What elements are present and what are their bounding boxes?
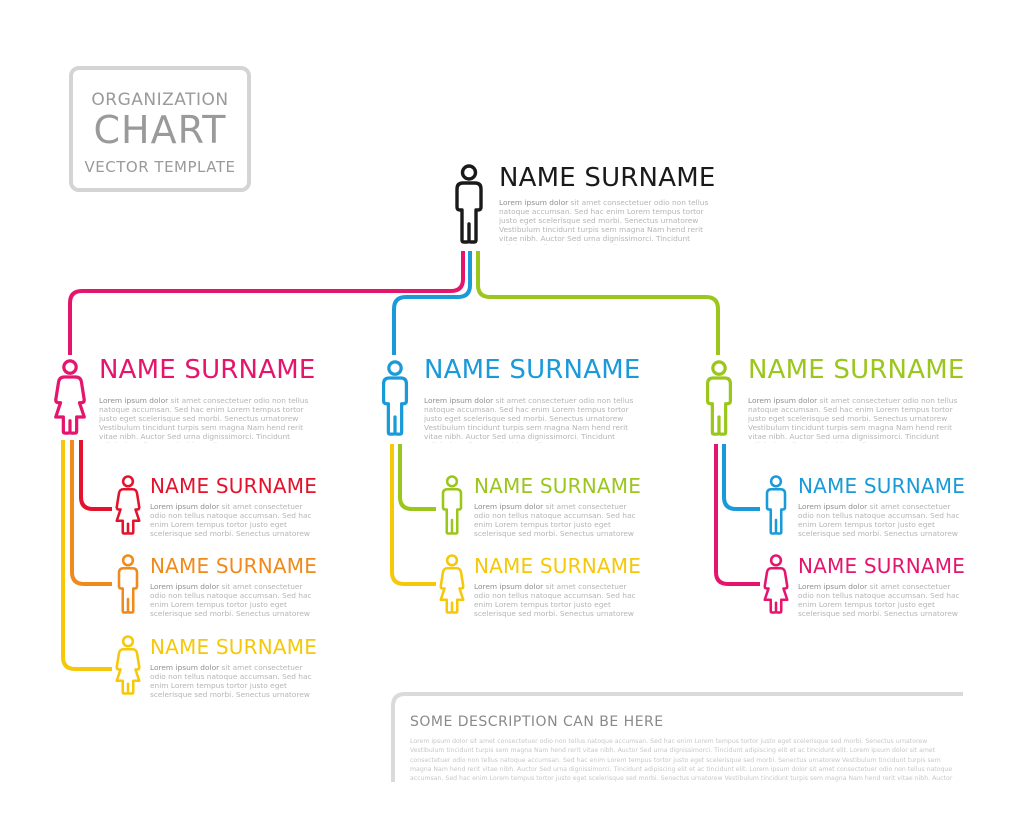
employee-3b-description: Lorem ipsum dolor sit amet consectetuer … (798, 583, 960, 619)
ceo-description: Lorem ipsum dolor sit amet consectetuer … (499, 199, 709, 245)
female-icon (763, 554, 789, 614)
icon-body (54, 375, 86, 435)
icon-head (62, 359, 78, 375)
icon-body (705, 376, 733, 436)
employee-1a-name: NAME SURNAME (150, 474, 318, 498)
icon-body (439, 566, 465, 614)
connector-mid-1-to-sub-1c (61, 440, 112, 671)
female-icon (54, 359, 86, 435)
title-line-2: CHART (93, 108, 227, 152)
icon-body (765, 487, 787, 535)
manager-3-description: Lorem ipsum dolor sit amet consectetuer … (748, 397, 958, 443)
employee-3a-description: Lorem ipsum dolor sit amet consectetuer … (798, 503, 960, 539)
employee-2a-description: Lorem ipsum dolor sit amet consectetuer … (474, 503, 636, 539)
manager-3-name: NAME SURNAME (748, 355, 965, 385)
male-icon (381, 360, 409, 436)
female-icon (115, 475, 141, 535)
description-body: Lorem ipsum dolor sit amet consectetuer … (410, 738, 953, 783)
icon-body (115, 647, 141, 695)
connector-ceo-to-mid-3 (476, 251, 720, 355)
icon-head (445, 475, 459, 488)
connector-mid-3-to-sub-3a (722, 444, 760, 511)
icon-body (455, 181, 483, 244)
employee-1a-description: Lorem ipsum dolor sit amet consectetuer … (150, 503, 312, 539)
icon-head (769, 554, 783, 567)
connector-ceo-to-mid-2 (392, 251, 472, 355)
icon-body (763, 566, 789, 614)
manager-2-description: Lorem ipsum dolor sit amet consectetuer … (424, 397, 634, 443)
male-icon (705, 360, 733, 436)
female-icon (439, 554, 465, 614)
icon-head (445, 554, 459, 567)
ceo-name: NAME SURNAME (499, 163, 716, 193)
employee-3a-name: NAME SURNAME (798, 474, 966, 498)
manager-1-name: NAME SURNAME (99, 355, 316, 385)
icon-head (121, 635, 135, 648)
manager-1-description: Lorem ipsum dolor sit amet consectetuer … (99, 397, 309, 443)
employee-1c-name: NAME SURNAME (150, 635, 318, 659)
employee-2a-name: NAME SURNAME (474, 474, 642, 498)
icon-head (121, 554, 135, 567)
connector-mid-2-to-sub-2a (398, 444, 436, 511)
connector-mid-1-to-sub-1a (79, 440, 112, 511)
icon-body (441, 487, 463, 535)
title-box: ORGANIZATION CHART VECTOR TEMPLATE (69, 66, 251, 192)
connector-mid-3-to-sub-3b (714, 444, 760, 586)
connector-ceo-to-mid-1 (68, 251, 465, 355)
female-icon (115, 635, 141, 695)
title-line-1: ORGANIZATION (91, 90, 229, 110)
icon-head (121, 475, 135, 488)
icon-head (711, 360, 727, 376)
icon-head (387, 360, 403, 376)
male-icon (765, 475, 787, 535)
icon-body (117, 566, 139, 614)
connector-mid-1-to-sub-1b (70, 440, 112, 586)
manager-2-name: NAME SURNAME (424, 355, 641, 385)
male-icon (455, 164, 483, 244)
employee-1c-description: Lorem ipsum dolor sit amet consectetuer … (150, 664, 312, 700)
employee-2b-description: Lorem ipsum dolor sit amet consectetuer … (474, 583, 636, 619)
icon-body (115, 487, 141, 535)
male-icon (441, 475, 463, 535)
male-icon (117, 554, 139, 614)
icon-head (460, 164, 478, 181)
icon-body (381, 376, 409, 436)
connector-mid-2-to-sub-2b (390, 444, 436, 586)
employee-1b-name: NAME SURNAME (150, 554, 318, 578)
employee-2b-name: NAME SURNAME (474, 554, 642, 578)
title-line-3: VECTOR TEMPLATE (84, 158, 236, 176)
description-heading: SOME DESCRIPTION CAN BE HERE (410, 714, 664, 730)
employee-1b-description: Lorem ipsum dolor sit amet consectetuer … (150, 583, 312, 619)
employee-3b-name: NAME SURNAME (798, 554, 966, 578)
description-box-border (391, 692, 963, 782)
icon-head (769, 475, 783, 488)
